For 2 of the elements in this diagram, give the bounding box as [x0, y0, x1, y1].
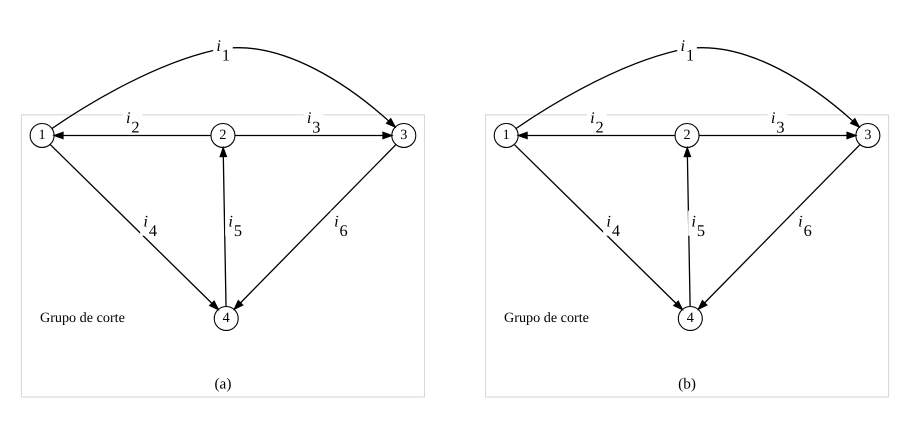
label: Grupo de corte [504, 310, 589, 326]
label: Grupo de corte [40, 310, 125, 326]
